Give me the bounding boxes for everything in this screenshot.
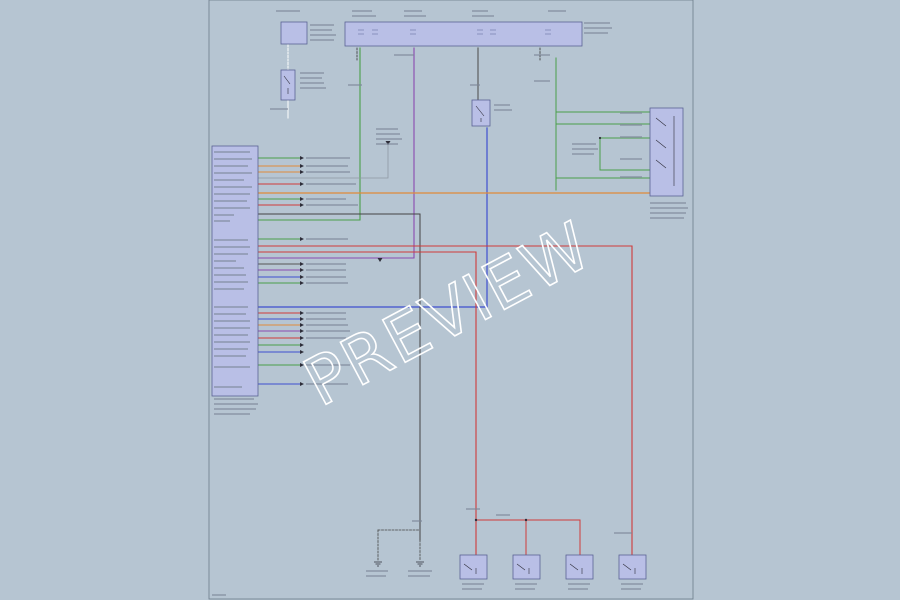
door-switch-symbols [463,563,636,574]
door-switch-1 [459,554,488,580]
inline-switch [471,99,491,127]
door-switch-3 [565,554,594,580]
relay-left [280,69,296,101]
fuse-bus-connector [344,21,583,47]
pin-label-texture [212,10,688,596]
connector-switch-symbols [655,116,675,186]
door-switch-2 [512,554,541,580]
body-control-unit [211,145,259,397]
wire-arrows [300,141,391,386]
fuse-block-left [280,21,308,45]
junction-dots [474,136,602,522]
multifunction-connector-right [649,107,684,197]
ground-symbols [374,561,424,567]
fuse-symbols [358,29,551,35]
door-switch-4 [618,554,647,580]
